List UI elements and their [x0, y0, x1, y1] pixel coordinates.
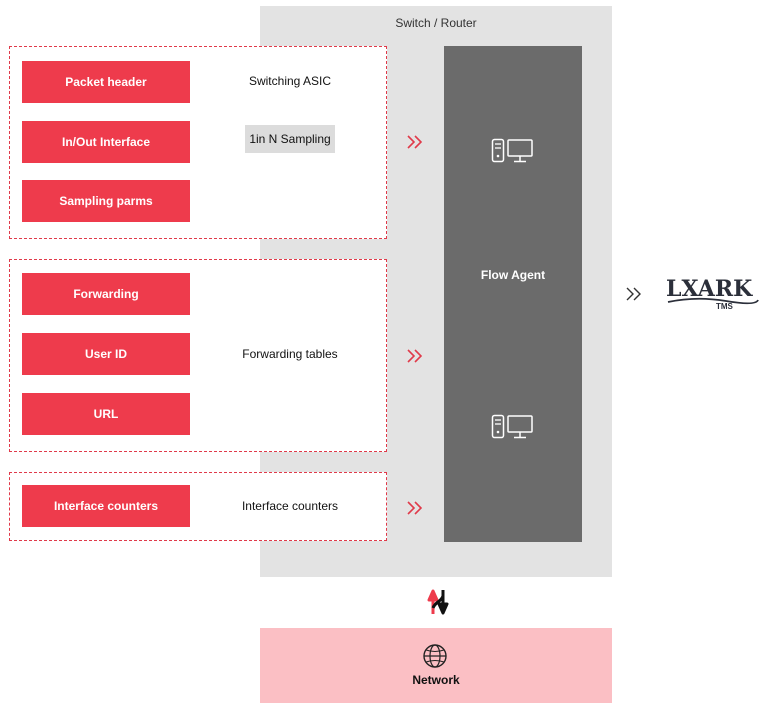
- label-sampling: 1in N Sampling: [245, 125, 335, 153]
- server-pc-icon: [491, 414, 533, 439]
- label-switching-asic: Switching ASIC: [248, 74, 332, 88]
- item-packet-header: Packet header: [22, 61, 190, 103]
- router-title: Switch / Router: [395, 16, 477, 30]
- logo-main-text: LXARK: [666, 276, 753, 302]
- item-forwarding: Forwarding: [22, 273, 190, 315]
- item-sampling-parms: Sampling parms: [22, 180, 190, 222]
- item-interface-counters: Interface counters: [22, 485, 190, 527]
- flow-agent-label: Flow Agent: [480, 268, 546, 282]
- network-label: Network: [412, 673, 460, 687]
- chevrons-right-icon: [407, 349, 423, 363]
- chevrons-right-icon: [407, 135, 423, 149]
- chevrons-right-icon: [626, 287, 641, 301]
- up-down-arrows-icon: [427, 589, 449, 615]
- label-interface-counters: Interface counters: [241, 499, 339, 513]
- network-panel: [260, 628, 612, 703]
- chevrons-right-icon: [407, 501, 423, 515]
- server-pc-icon: [491, 138, 533, 163]
- item-url: URL: [22, 393, 190, 435]
- lxark-tms-logo: LXARK TMS: [666, 276, 760, 312]
- item-in-out-interface: In/Out Interface: [22, 121, 190, 163]
- item-user-id: User ID: [22, 333, 190, 375]
- flow-agent-panel: [444, 46, 582, 542]
- globe-icon: [423, 644, 447, 668]
- logo-wave-icon: [667, 297, 759, 305]
- label-forwarding-tables: Forwarding tables: [242, 347, 338, 361]
- logo-sub-text: TMS: [716, 302, 733, 311]
